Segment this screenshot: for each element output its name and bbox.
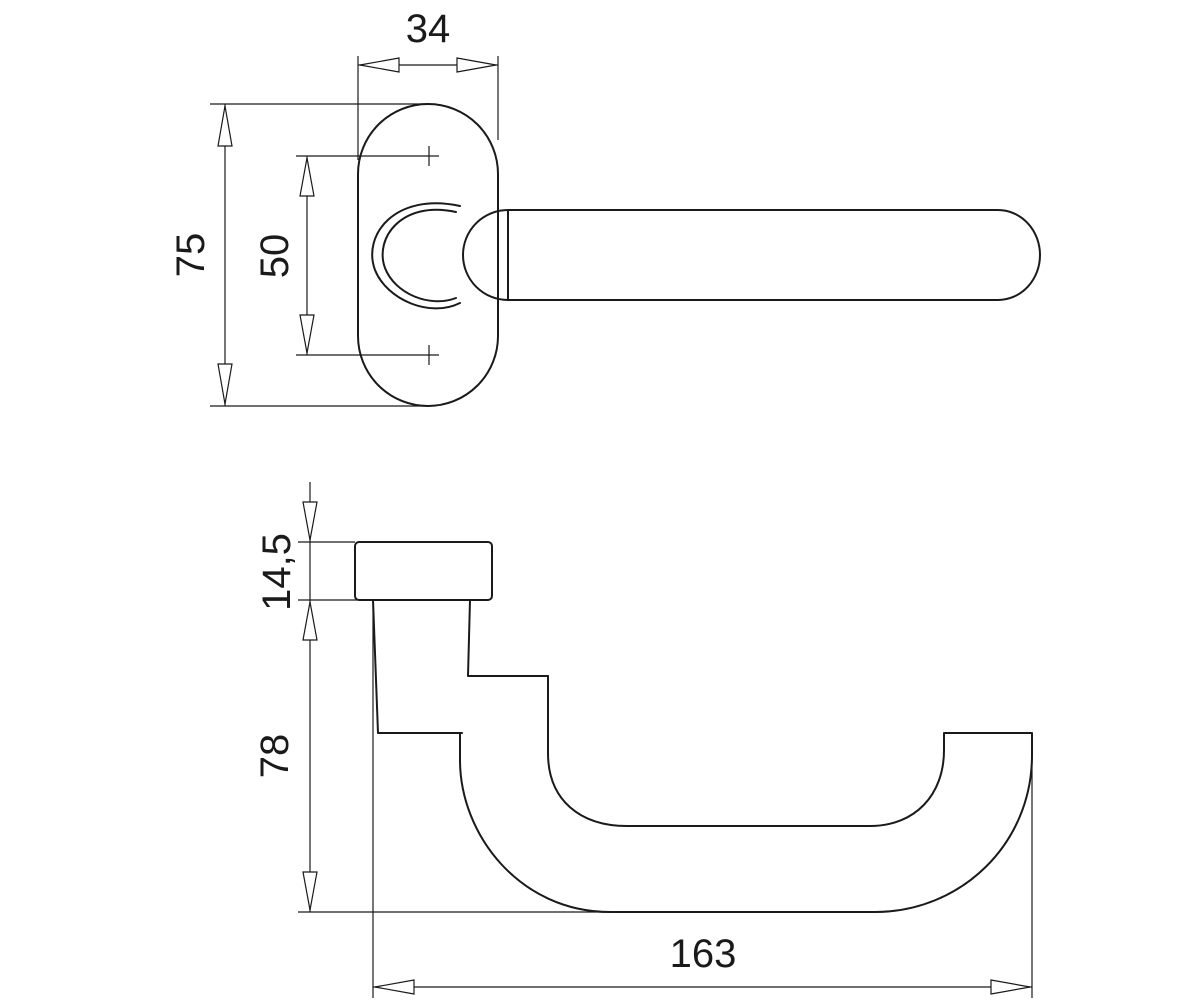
arrow-head xyxy=(299,314,315,354)
lever-side xyxy=(459,675,1033,913)
front-view xyxy=(357,103,1041,407)
screw-hole-top xyxy=(419,146,439,166)
dim-rose-width: 34 xyxy=(357,7,499,160)
arrow-head xyxy=(217,105,233,147)
dim-label-75: 75 xyxy=(169,233,213,278)
arrow-head xyxy=(302,601,318,641)
dim-handle-length: 163 xyxy=(372,600,1033,998)
arrow-head xyxy=(217,363,233,405)
neck-collar-outer xyxy=(371,202,461,310)
side-view xyxy=(354,541,1033,913)
dim-label-14-5: 14,5 xyxy=(255,533,299,611)
rose-disc xyxy=(354,541,493,601)
neck-collar-inner xyxy=(381,208,457,303)
dim-label-163: 163 xyxy=(670,932,737,976)
arrow-head xyxy=(990,979,1031,995)
dim-label-34: 34 xyxy=(406,7,451,51)
arrow-head xyxy=(359,57,400,73)
rose-plate xyxy=(357,103,499,407)
lever-front xyxy=(462,209,1041,301)
arrow-head xyxy=(302,871,318,911)
dimensions: 34 75 50 14,5 xyxy=(169,7,1033,998)
handle-neck xyxy=(372,599,549,734)
arrow-head xyxy=(302,501,318,541)
dim-handle-height: 78 xyxy=(253,600,610,913)
dim-rose-thickness: 14,5 xyxy=(255,482,373,611)
dim-rose-height: 75 xyxy=(169,103,428,407)
dim-label-50: 50 xyxy=(253,234,297,279)
dim-label-78: 78 xyxy=(253,734,297,779)
screw-hole-bottom xyxy=(419,345,439,365)
dim-hole-spacing: 50 xyxy=(253,155,419,356)
arrow-head xyxy=(299,157,315,197)
arrow-head xyxy=(374,979,415,995)
arrow-head xyxy=(456,57,497,73)
